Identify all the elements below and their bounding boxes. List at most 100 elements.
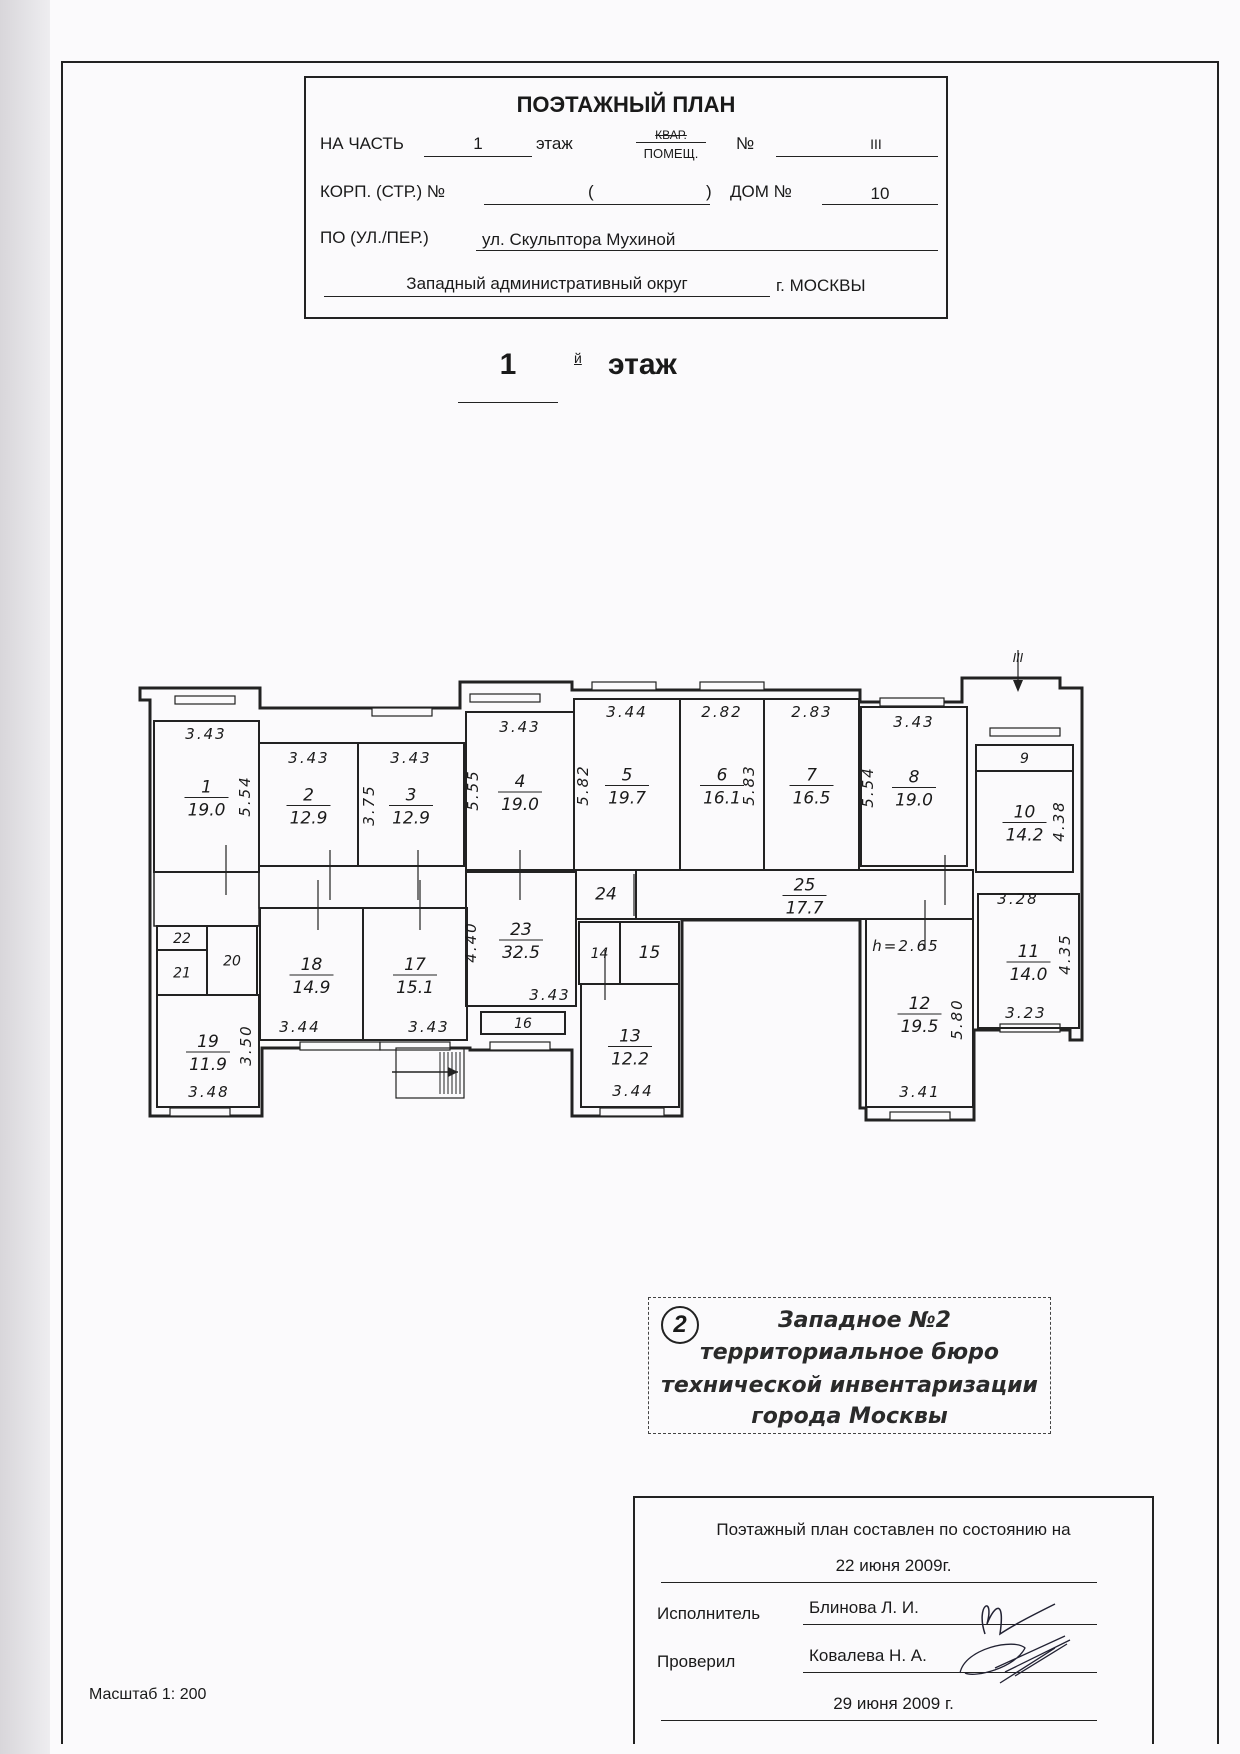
room-dimension: 3.75	[360, 784, 378, 825]
room-area: 11.9	[189, 1055, 227, 1075]
bti-stamp: 2 Западное №2 территориальное бюро техни…	[648, 1297, 1051, 1434]
date-underline	[661, 1582, 1097, 1583]
room-11	[977, 893, 1080, 1029]
room-area: 17.7	[786, 899, 824, 919]
room-number: 22	[173, 931, 191, 947]
room-dimension: 5.54	[859, 766, 877, 807]
room-area: 32.5	[502, 943, 540, 963]
room-number: 15	[639, 943, 661, 963]
scale-label: Масштаб 1: 200	[89, 1686, 207, 1703]
room-area: 14.2	[1006, 826, 1044, 846]
korp-label: КОРП. (СТР.) №	[320, 182, 446, 201]
room-dimension: 5.83	[740, 764, 758, 805]
street-underline	[476, 250, 938, 251]
room-dimension: 2.83	[791, 703, 832, 721]
checker-label: Проверил	[657, 1652, 736, 1671]
room-number: 7	[806, 766, 817, 786]
room-dimension: 3.43	[288, 749, 329, 767]
room-number: 11	[1018, 942, 1040, 962]
room-number: 1	[201, 778, 212, 798]
room-area: 14.0	[1010, 965, 1048, 985]
executor-underline	[803, 1624, 1097, 1625]
floor-number: 1	[499, 348, 517, 381]
room-dimension: 3.43	[408, 1018, 449, 1036]
room-number: 12	[909, 994, 931, 1014]
page-frame	[61, 61, 1219, 1744]
room-dimension: 3.43	[893, 713, 934, 731]
floor-heading: 1 й этаж	[458, 348, 708, 408]
room-area: 15.1	[396, 978, 434, 998]
room-area: 12.9	[392, 809, 430, 829]
room-23	[465, 871, 577, 1007]
room-number: 4	[515, 772, 526, 792]
room-number: 21	[173, 966, 191, 982]
room-number: 3	[406, 786, 417, 806]
room-dimension: 3.43	[529, 986, 570, 1004]
entrance-stairs	[395, 1047, 465, 1099]
room-dimension: 2.82	[701, 703, 742, 721]
hallway	[153, 871, 260, 927]
room-number: 14	[591, 946, 609, 962]
room-dimension: 3.43	[499, 718, 540, 736]
checker-underline	[803, 1672, 1097, 1673]
window	[299, 1041, 381, 1051]
room-number: 19	[197, 1032, 219, 1052]
room-number: 18	[301, 955, 323, 975]
room-area: 19.7	[608, 789, 646, 809]
window	[174, 695, 236, 705]
room-25	[635, 869, 974, 920]
entrance-arrow-head	[448, 1067, 458, 1077]
room-dimension: 5.82	[574, 764, 592, 805]
room-dimension: 5.55	[464, 769, 482, 810]
room-area: 14.9	[293, 978, 331, 998]
stamp-line: технической инвентаризации	[661, 1373, 1038, 1398]
entrance-marker-head	[1013, 680, 1023, 692]
check-date-underline	[661, 1720, 1097, 1721]
room-8	[860, 706, 968, 867]
room-area: 16.5	[793, 789, 831, 809]
room-dimension: 5.54	[236, 775, 254, 816]
pomesh-label: ПОМЕЩ.	[643, 146, 699, 161]
room-number: 16	[514, 1016, 532, 1032]
room-number: 8	[909, 768, 920, 788]
room-15	[619, 921, 680, 985]
window	[169, 1107, 231, 1117]
room-area: 19.0	[188, 801, 226, 821]
window	[379, 1041, 451, 1051]
room-number: 24	[595, 885, 617, 905]
district: Западный административный округ	[406, 274, 688, 293]
room-dimension: 3.44	[612, 1082, 653, 1100]
room-dimension: 3.28	[997, 890, 1038, 908]
room-area: 19.5	[901, 1017, 939, 1037]
dom-value: 10	[870, 184, 890, 203]
paren-open: (	[588, 182, 594, 201]
room-dimension: 4.40	[462, 921, 480, 962]
window	[989, 727, 1061, 737]
room-area: 19.0	[501, 795, 539, 815]
floor-word: этаж	[536, 134, 573, 153]
room-dimension: 3.48	[188, 1083, 229, 1101]
stamp-logo: 2	[661, 1306, 699, 1344]
document-title: ПОЭТАЖНЫЙ ПЛАН	[516, 92, 736, 117]
floor-suffix: й	[574, 350, 582, 366]
window	[371, 707, 433, 717]
district-underline	[324, 296, 770, 297]
executor-signature	[981, 1603, 1056, 1636]
room-area: 12.2	[611, 1050, 649, 1070]
room-dimension: 3.44	[279, 1018, 320, 1036]
room-dimension: 3.50	[237, 1024, 255, 1065]
entrance-mark-label: III	[1013, 651, 1024, 665]
window	[591, 681, 657, 691]
stamp-line: города Москвы	[751, 1404, 948, 1429]
room-number: 5	[622, 766, 633, 786]
stamp-line: территориальное бюро	[700, 1340, 999, 1365]
room-number: 25	[794, 876, 816, 896]
room-number: 6	[717, 766, 728, 786]
dom-underline	[822, 204, 938, 205]
room-number: 2	[303, 786, 314, 806]
room-dimension: h=2.65	[872, 937, 939, 955]
checker-name: Ковалева Н. А.	[809, 1646, 927, 1665]
number-sign: №	[736, 134, 755, 153]
room-dimension: 3.44	[606, 703, 647, 721]
